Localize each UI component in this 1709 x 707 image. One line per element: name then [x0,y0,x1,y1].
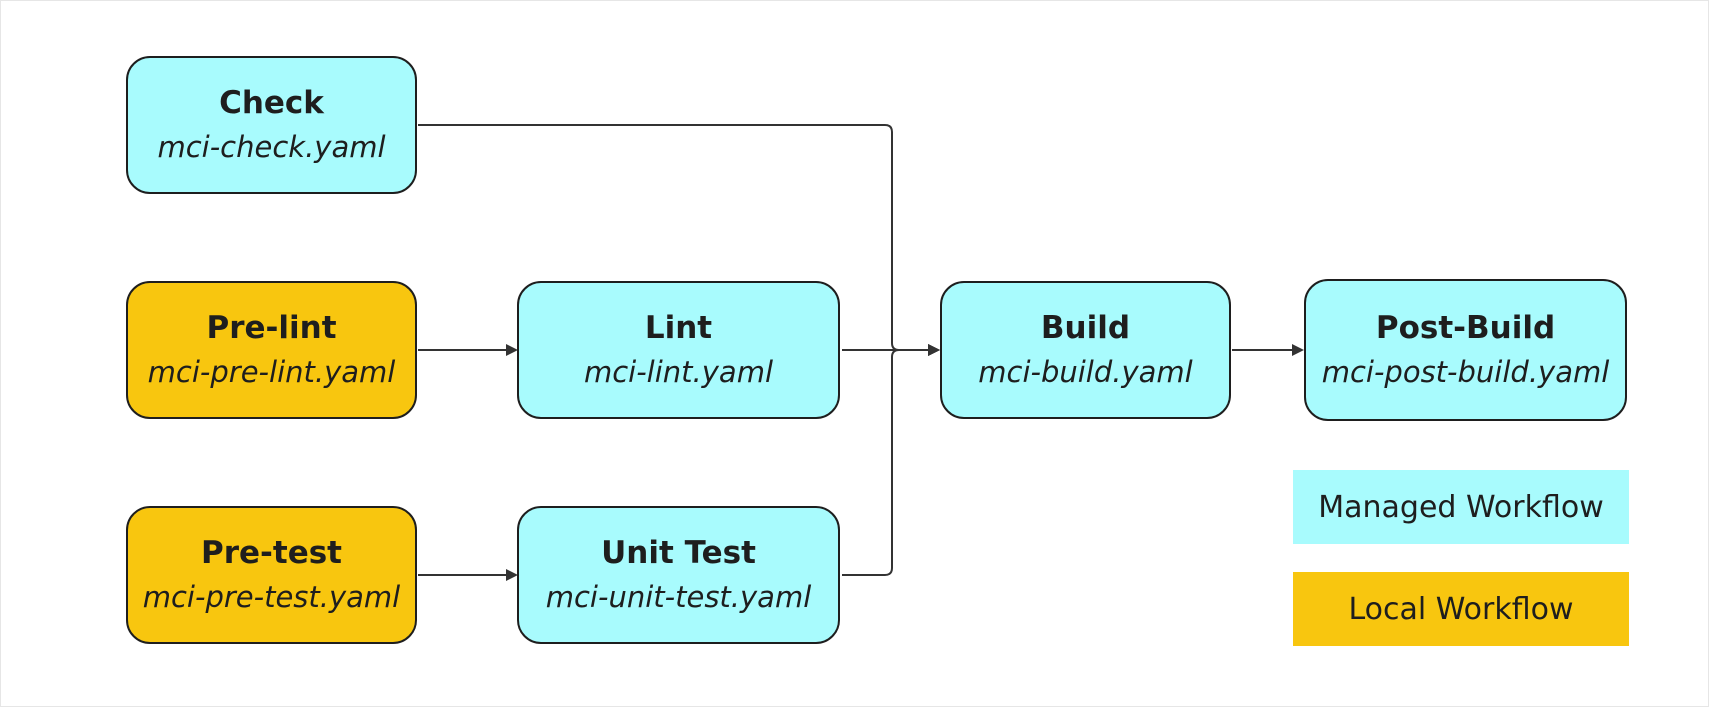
node-file: mci-check.yaml [157,130,386,164]
node-file: mci-unit-test.yaml [545,580,812,614]
node-file: mci-post-build.yaml [1321,355,1610,389]
node-file: mci-pre-test.yaml [142,580,401,614]
node-title: Pre-test [200,535,342,571]
node-pre-lint[interactable]: Pre-lint mci-pre-lint.yaml [126,281,417,419]
node-title: Build [1040,310,1131,346]
node-check[interactable]: Check mci-check.yaml [126,56,417,194]
node-file: mci-build.yaml [978,355,1193,389]
node-title: Pre-lint [206,310,337,346]
legend-managed-label: Managed Workflow [1318,489,1604,525]
node-lint[interactable]: Lint mci-lint.yaml [517,281,840,419]
node-title: Unit Test [601,535,756,571]
legend-managed-workflow: Managed Workflow [1293,470,1629,544]
legend-local-workflow: Local Workflow [1293,572,1629,646]
node-file: mci-pre-lint.yaml [147,355,396,389]
node-file: mci-lint.yaml [583,355,774,389]
legend-local-label: Local Workflow [1348,591,1574,627]
node-unit-test[interactable]: Unit Test mci-unit-test.yaml [517,506,840,644]
node-pre-test[interactable]: Pre-test mci-pre-test.yaml [126,506,417,644]
node-title: Lint [644,310,713,346]
node-build[interactable]: Build mci-build.yaml [940,281,1231,419]
node-post-build[interactable]: Post-Build mci-post-build.yaml [1304,279,1627,421]
node-title: Check [219,85,324,121]
edge-unit-test-to-build [842,344,940,576]
node-title: Post-Build [1375,310,1556,346]
